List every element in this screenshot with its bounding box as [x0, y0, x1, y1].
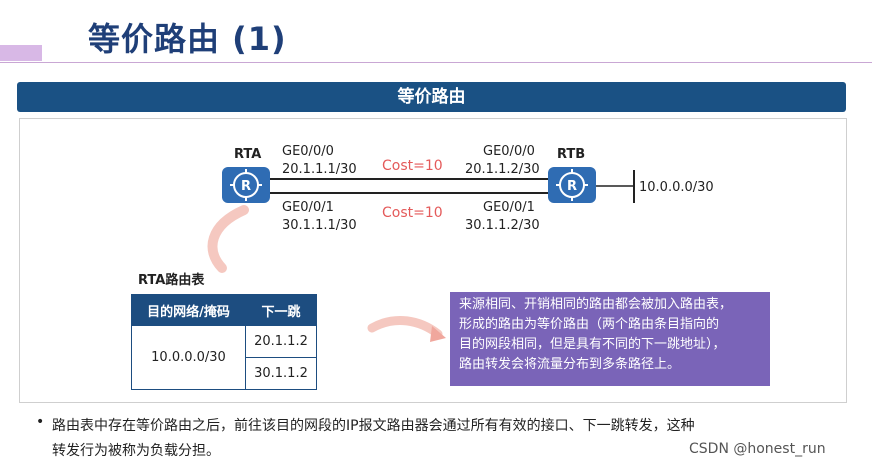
- pointer-arrow-rta-table: [207, 205, 249, 273]
- table-row: 30.1.1.2: [132, 357, 317, 390]
- svg-text:R: R: [241, 179, 251, 194]
- routing-table: 目的网络/掩码 下一跳 10.0.0.0/30 20.1.1.2 30.1.1.…: [131, 294, 317, 390]
- router-icon: R: [556, 169, 588, 201]
- bullet-marker: •: [36, 414, 45, 430]
- note-line: 来源相同、开销相同的路由都会被加入路由表，: [459, 297, 733, 312]
- rtb-ip1: 20.1.1.2/30: [465, 162, 540, 177]
- rta-ip2: 30.1.1.1/30: [282, 218, 357, 233]
- rtb-if2: GE0/0/1: [483, 200, 535, 215]
- cost-top: Cost=10: [382, 158, 443, 174]
- rta-if1: GE0/0/0: [282, 144, 334, 159]
- rta-label: RTA: [234, 147, 262, 162]
- table-row: 10.0.0.0/30 20.1.1.2: [131, 325, 317, 390]
- note-line: 形成的路由为等价路由（两个路由条目指向的: [459, 317, 720, 332]
- rtb-ip2: 30.1.1.2/30: [465, 218, 540, 233]
- equal-cost-note: 来源相同、开销相同的路由都会被加入路由表， 形成的路由为等价路由（两个路由条目指…: [450, 292, 770, 386]
- rtb-router: R: [548, 167, 596, 203]
- title-accent-bar: [0, 45, 42, 61]
- routing-table-nexthop-2: 30.1.1.2: [245, 357, 317, 390]
- title-divider: [0, 62, 872, 63]
- rta-ip1: 20.1.1.1/30: [282, 162, 357, 177]
- routing-table-destination: 10.0.0.0/30: [131, 325, 246, 390]
- rta-router: R: [222, 167, 270, 203]
- note-line: 路由转发会将流量分布到多条路径上。: [459, 357, 681, 372]
- body-paragraph: 路由表中存在等价路由之后，前往该目的网段的IP报文路由器会通过所有有效的接口、下…: [52, 414, 695, 464]
- pointer-arrow-head: [430, 326, 446, 342]
- rtb-label: RTB: [557, 147, 586, 162]
- note-line: 目的网段相同，但是具有不同的下一跳地址），: [459, 337, 726, 352]
- network-label: 10.0.0.0/30: [639, 180, 714, 195]
- rta-if2: GE0/0/1: [282, 200, 334, 215]
- svg-text:R: R: [567, 179, 577, 194]
- routing-table-nexthop-1: 20.1.1.2: [245, 325, 317, 358]
- body-line: 路由表中存在等价路由之后，前往该目的网段的IP报文路由器会通过所有有效的接口、下…: [52, 418, 695, 434]
- routing-table-caption: RTA路由表: [138, 273, 205, 288]
- router-icon: R: [230, 169, 262, 201]
- routing-table-header-nexthop: 下一跳: [245, 294, 317, 326]
- diagram-panel: [19, 118, 847, 403]
- cost-bottom: Cost=10: [382, 205, 443, 221]
- pointer-arrow-note: [367, 316, 443, 339]
- page-title: 等价路由 (1): [88, 20, 287, 58]
- body-line: 转发行为被称为负载分担。: [52, 443, 220, 459]
- section-banner: 等价路由: [17, 82, 846, 112]
- routing-table-header-dest: 目的网络/掩码: [131, 294, 246, 326]
- watermark: CSDN @honest_run: [689, 441, 826, 457]
- rtb-if1: GE0/0/0: [483, 144, 535, 159]
